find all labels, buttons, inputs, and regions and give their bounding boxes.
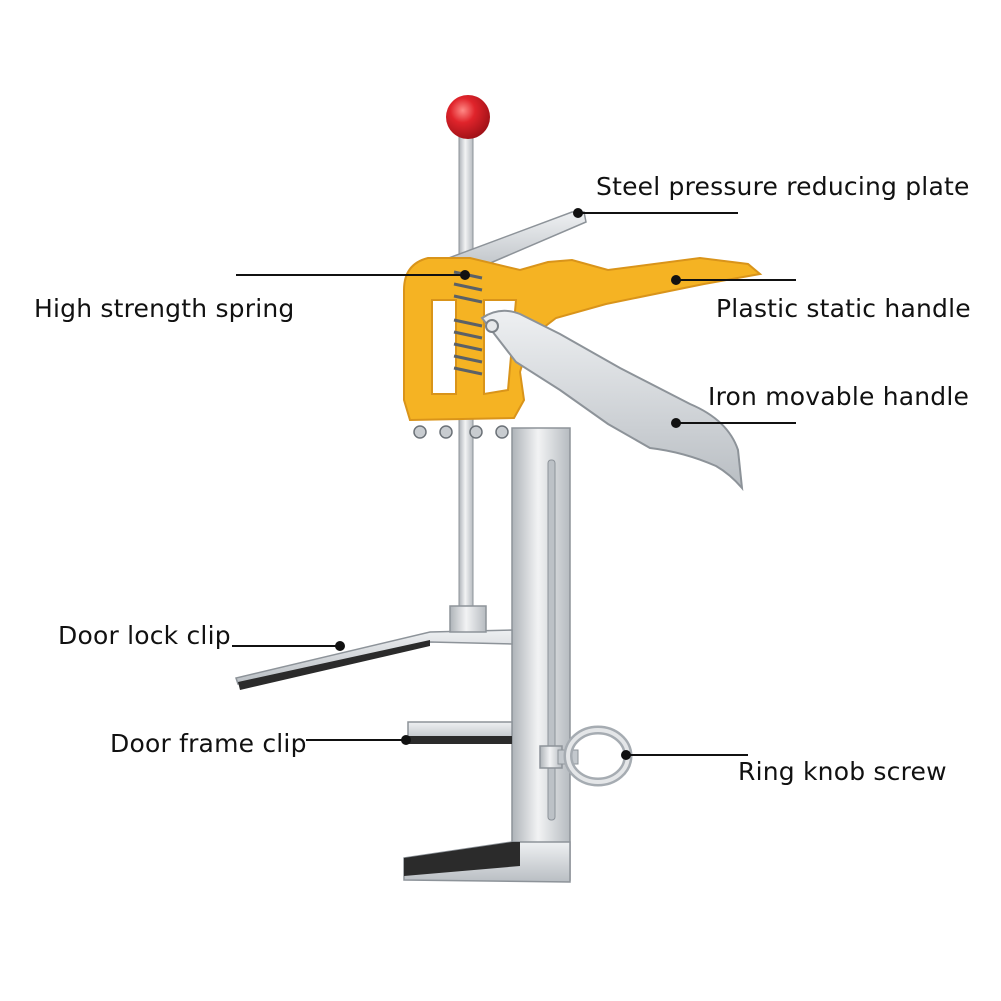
- door-lock-clip-pad: [238, 640, 430, 690]
- label-door-lock-clip: Door lock clip: [58, 621, 231, 650]
- body-bolts: [413, 425, 509, 439]
- red-knob: [446, 95, 490, 139]
- label-ring-knob-screw: Ring knob screw: [738, 757, 947, 786]
- frame-bar: [511, 427, 571, 881]
- iron-movable-handle: [480, 309, 744, 492]
- body-window: [431, 299, 457, 395]
- label-plastic-static-handle: Plastic static handle: [716, 294, 971, 323]
- label-iron-movable-handle: Iron movable handle: [708, 382, 970, 411]
- lock-clip-nut: [449, 605, 487, 633]
- bottom-rubber-pad: [404, 842, 520, 876]
- label-steel-pressure-plate: Steel pressure reducing plate: [596, 172, 970, 201]
- frame-slot: [547, 459, 556, 821]
- leader-lines: [232, 212, 796, 756]
- handle-pivot: [485, 319, 499, 333]
- label-high-strength-spring: High strength spring: [34, 294, 295, 323]
- door-frame-clip-pad: [408, 736, 512, 744]
- label-door-frame-clip: Door frame clip: [110, 729, 307, 758]
- leader-dots: [335, 208, 681, 760]
